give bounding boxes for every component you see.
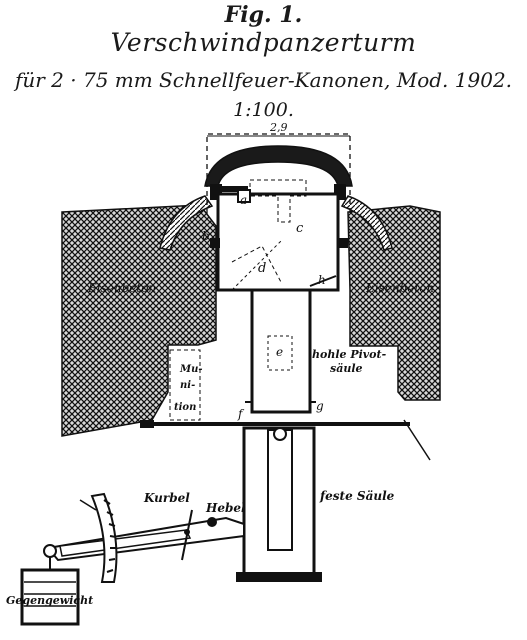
label-eisenbeton-right: Eisenbeton <box>365 281 434 295</box>
quadrant-teeth <box>103 499 117 573</box>
label-kurbel: Kurbel <box>143 491 190 505</box>
concrete-left <box>61 204 217 437</box>
column-base <box>236 572 322 582</box>
label-munition-2: ni- <box>180 380 195 391</box>
floor-end <box>140 420 154 428</box>
gun-outline <box>249 179 307 223</box>
gun-barrel <box>218 186 248 192</box>
toothed-quadrant <box>90 492 118 583</box>
dimension-label: 2,9 <box>269 121 288 134</box>
label-hebel: Hebel <box>205 501 246 515</box>
label-feste-saeule: feste Säule <box>319 489 395 503</box>
pivot-core <box>267 335 293 371</box>
label-g: g <box>316 399 324 413</box>
figure-title: Verschwindpanzerturm <box>110 28 417 57</box>
label-c: c <box>296 221 304 236</box>
glacis-left <box>159 195 214 251</box>
counterweight <box>20 568 80 626</box>
piston <box>267 429 293 551</box>
roller-left <box>210 238 220 248</box>
munition-room <box>169 349 201 421</box>
lever-link <box>59 529 192 557</box>
concrete-right <box>347 205 441 401</box>
label-munition-1: Mu- <box>179 364 203 375</box>
label-hohle-pivot: hohle Pivot- <box>312 348 387 361</box>
label-saeule: säule <box>330 362 363 375</box>
label-b: b <box>202 229 210 243</box>
floor-slope <box>403 419 431 461</box>
pivot-collars <box>245 401 316 412</box>
raised-outline <box>206 133 351 214</box>
label-f: f <box>237 407 245 421</box>
label-eisenbeton-left: Eisenbeton <box>87 281 156 295</box>
gun-breech <box>237 189 251 203</box>
cupola-dome <box>204 145 353 187</box>
roller-right <box>338 238 348 248</box>
label-h: h <box>318 273 326 287</box>
label-munition-3: tion <box>174 402 196 413</box>
hebel-pin <box>207 517 217 527</box>
lever-pivot <box>43 544 57 558</box>
piston-pin <box>273 427 287 441</box>
crank-pin <box>184 529 190 535</box>
figure-scale: 1:100. <box>233 99 294 121</box>
label-e: e <box>276 345 283 359</box>
label-a: a <box>240 193 247 207</box>
pawl <box>79 499 97 511</box>
label-gegengewicht: Gegengewicht <box>6 594 93 607</box>
label-d: d <box>258 261 266 276</box>
lever-h <box>309 275 337 287</box>
glacis-right <box>340 195 393 251</box>
figure-number: Fig. 1. <box>224 2 303 28</box>
figure-subtitle: für 2 · 75 mm Schnellfeuer-Kanonen, Mod.… <box>14 68 513 92</box>
